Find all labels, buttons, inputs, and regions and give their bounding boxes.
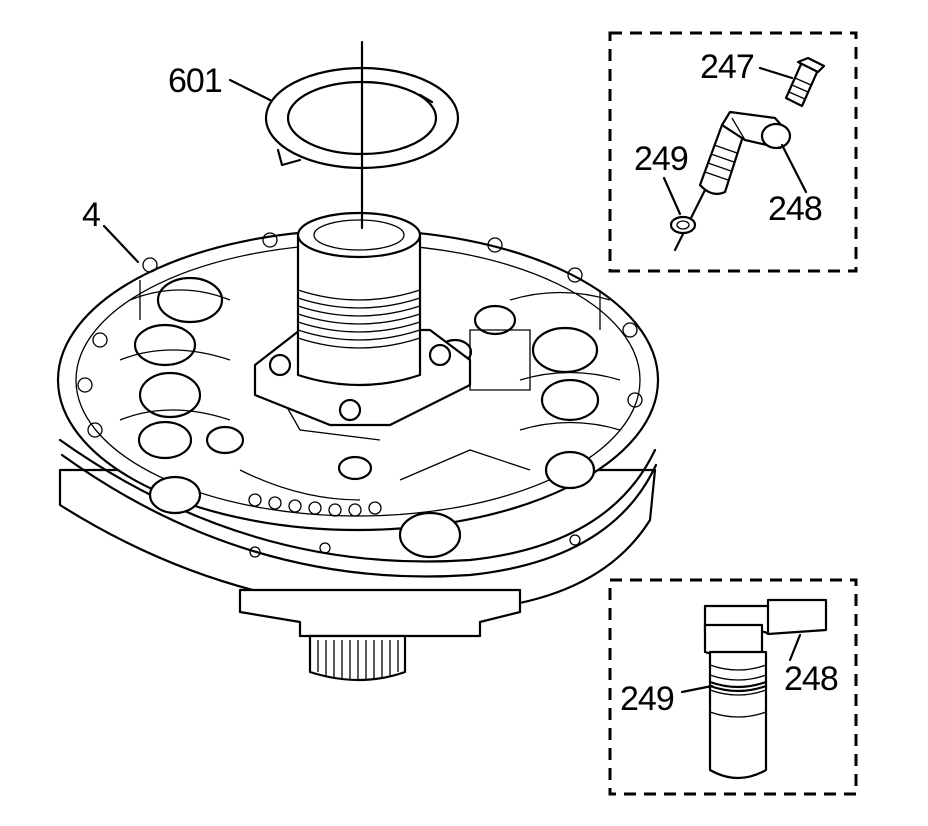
bolt-247	[784, 56, 826, 108]
sensor-248	[673, 110, 792, 252]
detail-box-sensor-exploded	[608, 31, 858, 273]
leader-249	[662, 176, 682, 216]
label-248: 248	[768, 190, 822, 228]
label-249: 249	[634, 140, 688, 178]
seal-ring-601	[264, 40, 460, 230]
label-601: 601	[168, 62, 222, 100]
leader-4	[102, 224, 140, 264]
label-248-detail: 248	[784, 660, 838, 698]
detail-box-sensor-installed	[608, 578, 858, 796]
pump-body	[56, 211, 660, 682]
o-ring-249	[669, 215, 697, 235]
label-4: 4	[82, 196, 100, 234]
label-247: 247	[700, 48, 754, 86]
label-249-detail: 249	[620, 680, 674, 718]
leader-601	[228, 78, 272, 102]
leader-247	[758, 66, 794, 80]
leader-249-detail	[680, 684, 714, 694]
leader-248-detail	[788, 633, 802, 662]
leader-248	[780, 143, 808, 194]
